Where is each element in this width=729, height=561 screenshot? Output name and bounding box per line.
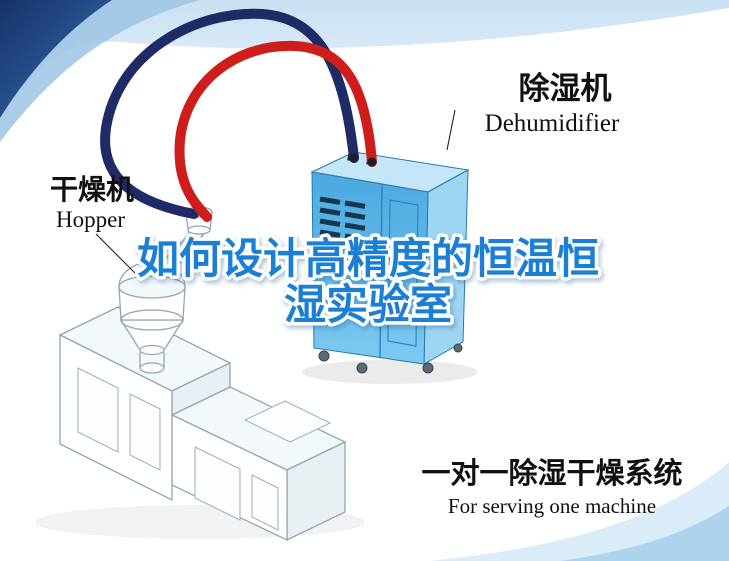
page-title: 如何设计高精度的恒温恒 湿实验室 xyxy=(133,232,602,332)
hopper-duct xyxy=(160,226,203,274)
title-line2: 湿实验室 xyxy=(284,281,452,328)
title-line1: 如何设计高精度的恒温恒 xyxy=(137,235,599,282)
hose-connector xyxy=(349,153,359,163)
dehumidifier-label-cn: 除湿机 xyxy=(519,71,612,106)
machine-top-hatch xyxy=(243,400,332,443)
dehumidifier-label-en: Dehumidifier xyxy=(485,110,620,137)
door-crease xyxy=(379,183,383,358)
door-panel xyxy=(387,199,419,347)
hopper-leader-line xyxy=(95,233,143,281)
door-handle xyxy=(395,268,401,281)
red-hose xyxy=(174,40,377,222)
extruder-machine xyxy=(35,206,365,542)
vent-slots xyxy=(319,196,366,275)
caster-wheels xyxy=(318,343,463,374)
caption-en: For serving one machine xyxy=(448,494,656,518)
machine-panel xyxy=(77,367,119,453)
machine-panel xyxy=(251,474,279,531)
hopper-label-cn: 干燥机 xyxy=(50,174,134,205)
hopper-label-en: Hopper xyxy=(56,207,125,232)
dehumidifier-shadow xyxy=(302,360,478,384)
dehumidifier-leader-line xyxy=(446,109,456,151)
dehumidifier-unit xyxy=(302,149,478,384)
dehumidifier-front xyxy=(311,171,429,365)
top-left-corner-navy xyxy=(0,0,112,118)
machine-panel xyxy=(194,446,241,521)
hose-connector xyxy=(367,157,377,167)
bottom-right-swoosh xyxy=(430,462,729,561)
caption-cn: 一对一除湿干燥系统 xyxy=(421,456,682,490)
hoses xyxy=(100,8,377,222)
hopper-dryer xyxy=(118,206,213,374)
bottom-right-swoosh-deep xyxy=(560,506,729,561)
machine-panel xyxy=(129,393,161,471)
